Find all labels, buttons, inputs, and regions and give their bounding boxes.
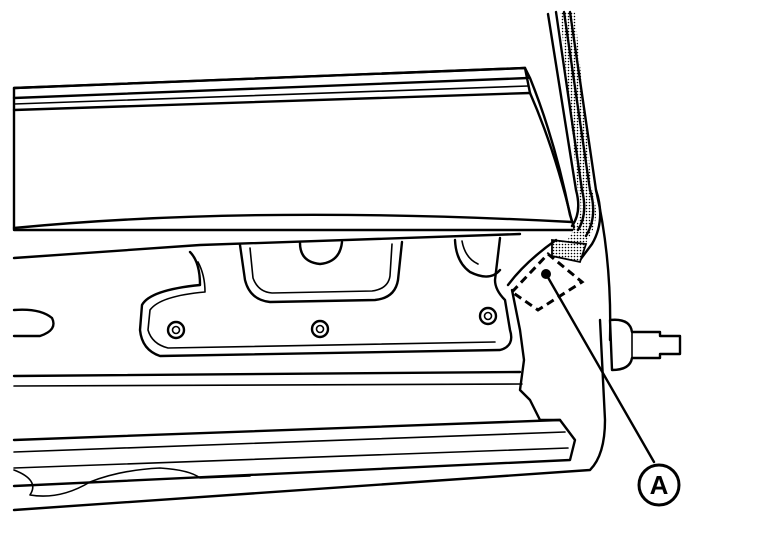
upper-panel <box>12 66 577 232</box>
highlight-region <box>509 251 585 312</box>
bolt-left <box>166 320 186 340</box>
body-edge <box>506 238 562 422</box>
callout-a-label: A <box>650 470 669 500</box>
lower-panel-edges <box>12 232 523 387</box>
bolt-right <box>478 306 498 326</box>
lower-bumper-panel <box>12 318 607 512</box>
callout-leader-line <box>544 272 656 464</box>
side-pillar <box>546 10 612 342</box>
inner-panel <box>12 236 513 358</box>
bolt-center <box>310 319 330 339</box>
support-rod <box>608 318 682 372</box>
callout-a-marker: A <box>637 463 681 507</box>
